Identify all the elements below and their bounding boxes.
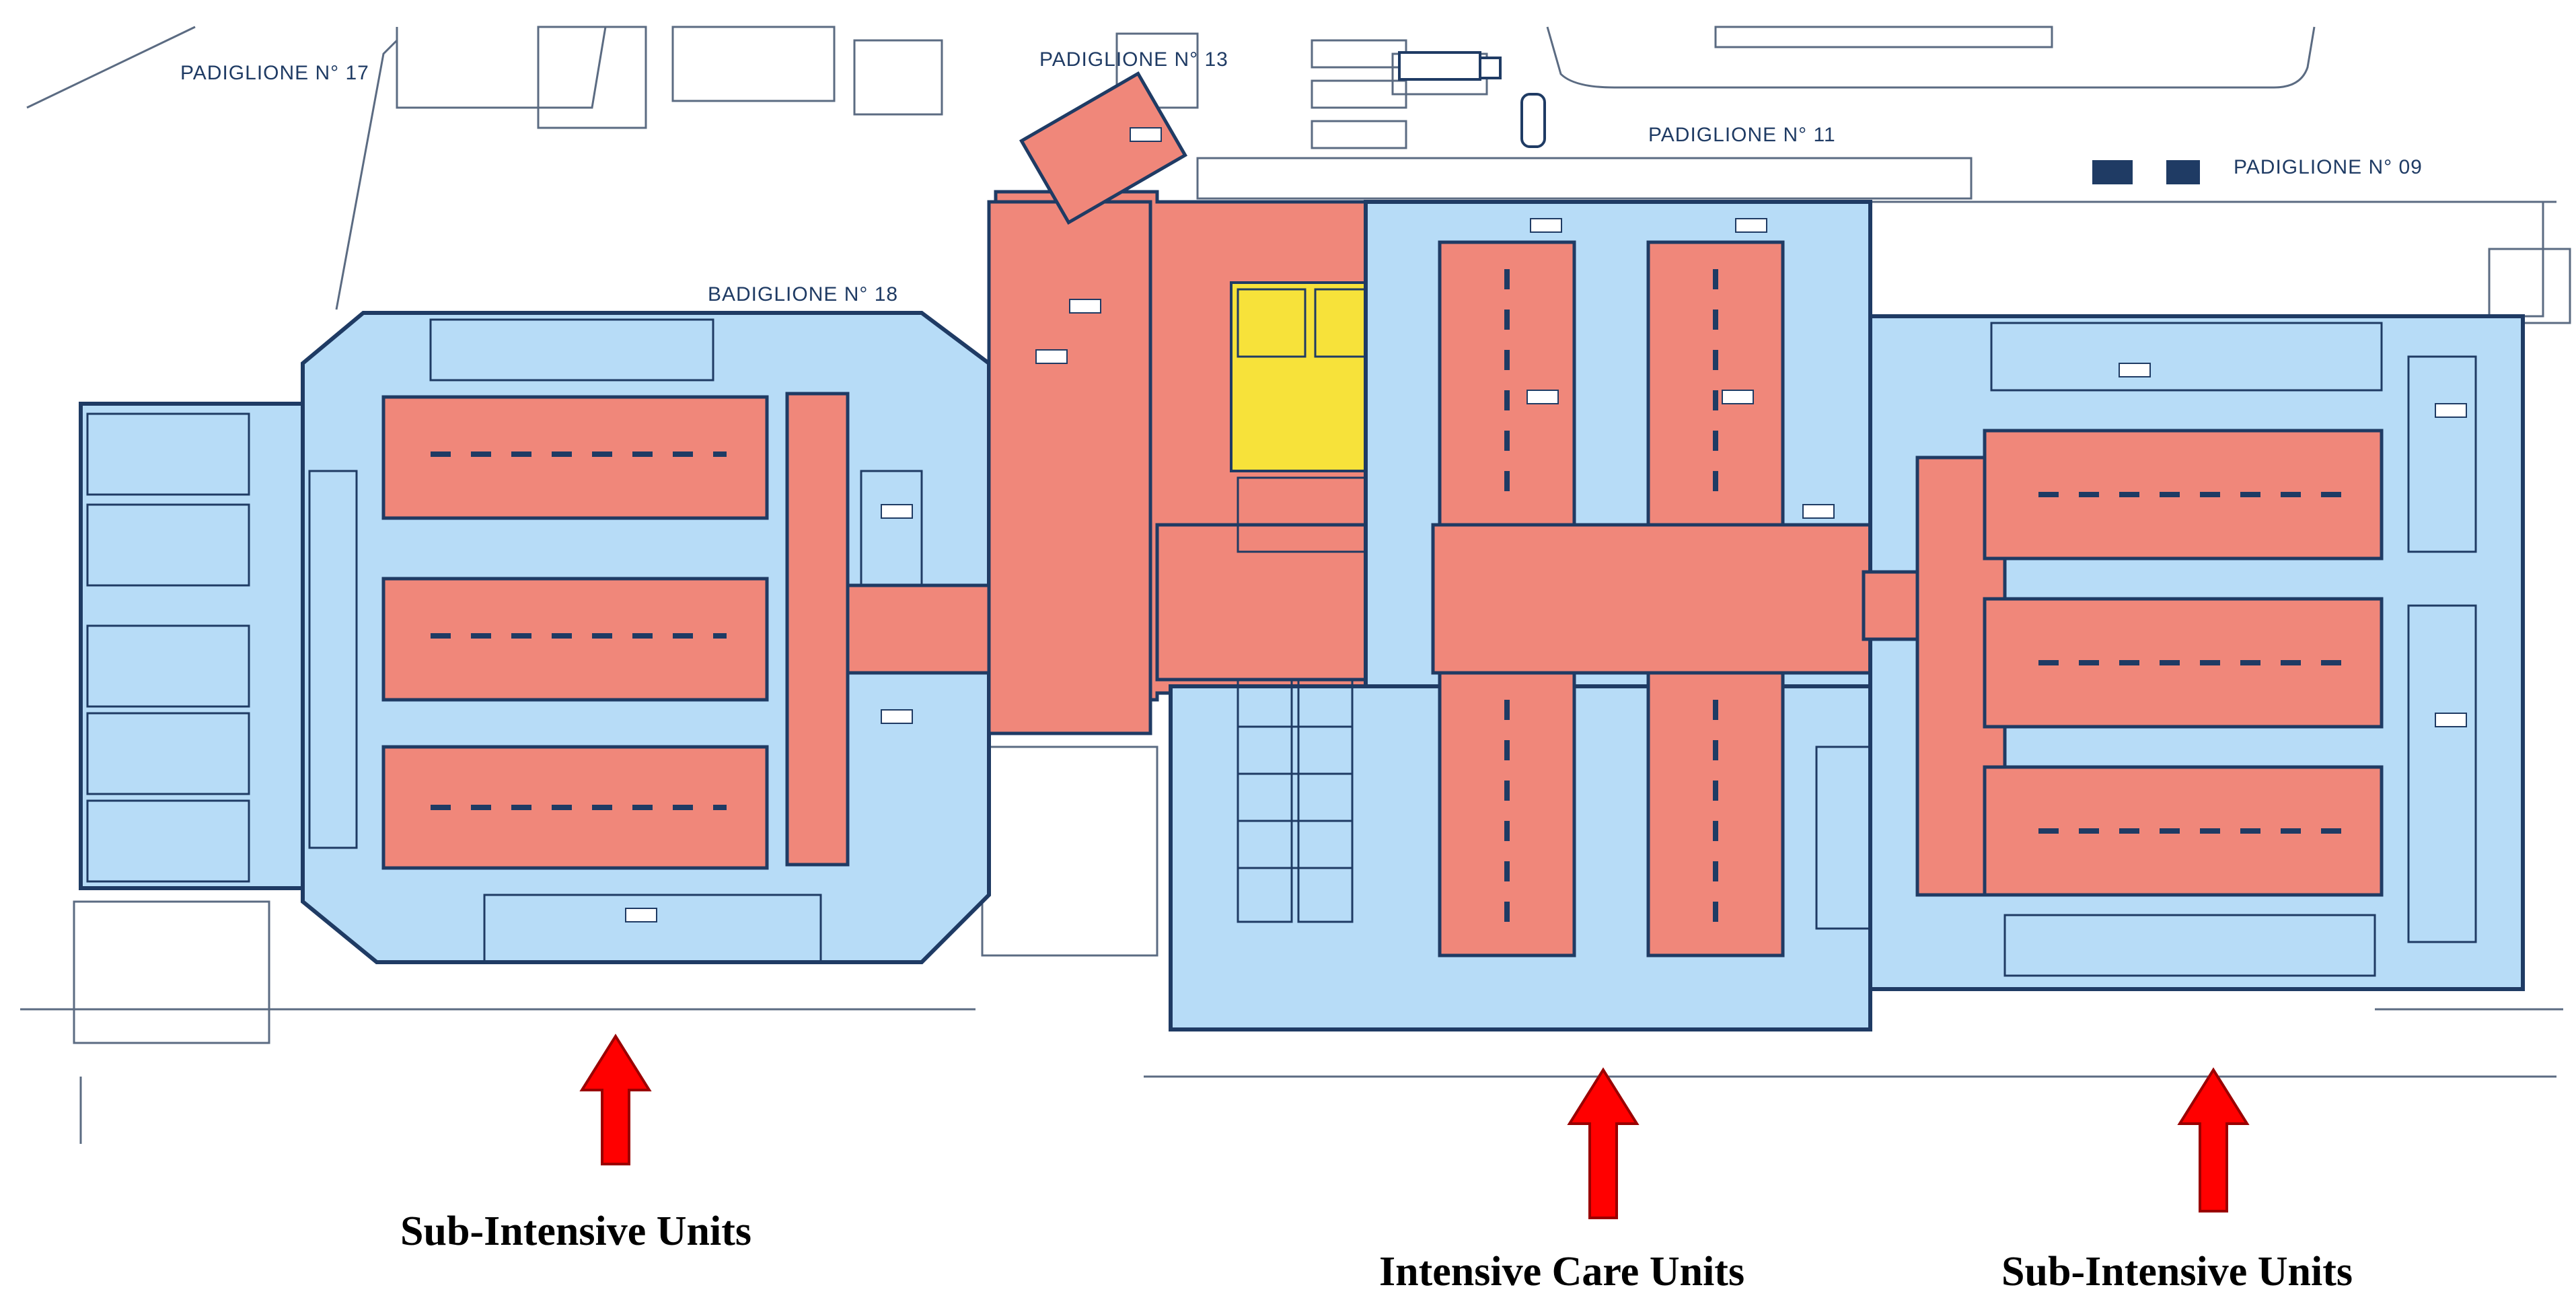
unit-label-left: Sub-Intensive Units [400,1208,751,1254]
pavilion-label-09: PADIGLIONE N° 09 [2234,156,2423,178]
pavilion-label-18: BADIGLIONE N° 18 [708,283,898,305]
parked-cars-icon [2092,160,2200,184]
car-icon [1520,93,1546,148]
left-wing [79,311,991,964]
unit-label-right: Sub-Intensive Units [2001,1249,2353,1295]
center-wing [1169,200,1872,1031]
room-tags [625,127,2467,922]
red-arrow-icon-left [579,1034,652,1165]
truck-icon [1398,51,1502,81]
pavilion-label-17: PADIGLIONE N° 17 [180,62,369,84]
unit-label-center: Intensive Care Units [1379,1249,1744,1295]
red-arrow-icon-center [1567,1067,1640,1219]
right-wing [1815,314,2525,991]
pavilion-label-11: PADIGLIONE N° 11 [1648,124,1836,146]
red-arrow-icon-right [2177,1067,2250,1212]
pavilion-label-13: PADIGLIONE N° 13 [1039,48,1228,71]
